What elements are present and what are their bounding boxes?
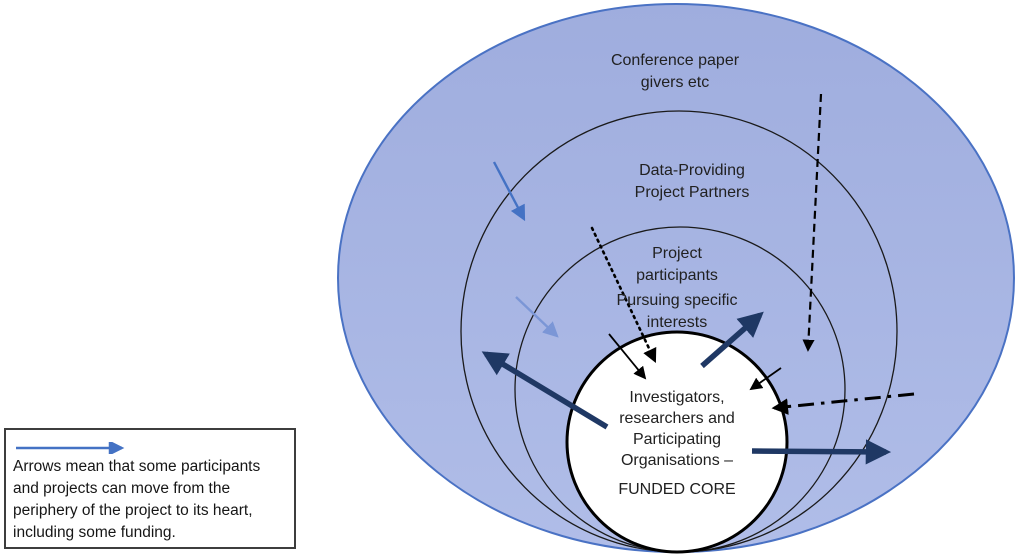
dashdot-inward-arrow (771, 392, 915, 415)
legend-blue-arrow-icon (16, 442, 125, 454)
dotted-inward-arrow (590, 226, 657, 363)
third-ring-sublabel: Pursuing specific interests (616, 292, 738, 331)
legend-text: Arrows mean that some participants and p… (13, 458, 261, 541)
blue-inward-arrow-2 (515, 296, 559, 338)
navy-outward-arrow-left (481, 351, 609, 430)
core-circle (565, 330, 789, 554)
third-ring-label: Project participants (636, 245, 718, 284)
black-inward-arrow-left (608, 333, 647, 380)
dashed-inward-arrow (802, 93, 823, 352)
legend-box: Arrows mean that some participants and p… (4, 428, 296, 549)
second-ring-label: Data-Providing Project Partners (634, 162, 750, 201)
black-inward-arrow-right (749, 367, 782, 391)
navy-outward-arrow-upright (700, 311, 764, 369)
outer-ring-label: Conference paper givers etc (610, 52, 740, 91)
core-sublabel: FUNDED CORE (618, 481, 736, 498)
blue-inward-arrow-1 (492, 161, 526, 222)
core-label: Investigators, researchers and Participa… (619, 389, 735, 469)
navy-outward-arrow-right (751, 439, 892, 465)
